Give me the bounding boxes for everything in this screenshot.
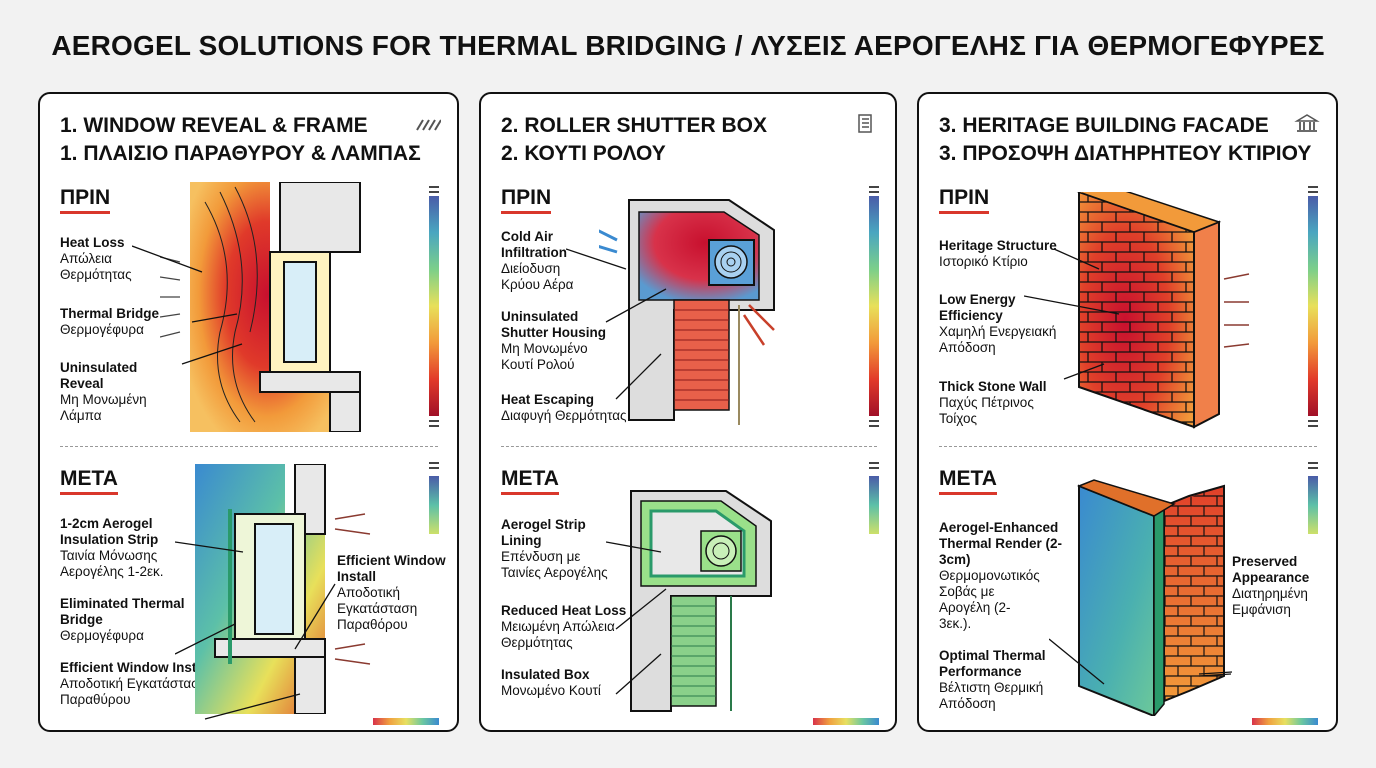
temperature-scale xyxy=(869,476,879,534)
note-heat-loss: Heat Loss Απώλεια Θερμότητας xyxy=(60,235,132,282)
scale-tick xyxy=(869,467,879,469)
note-eliminated-bridge: Eliminated Thermal Bridge Θερμογέφυρα xyxy=(60,596,185,643)
note-aerogel-render: Aerogel-Enhanced Thermal Render (2-3cm) … xyxy=(939,520,1063,631)
scale-tick xyxy=(1308,425,1318,427)
leader-lines xyxy=(566,248,667,400)
temperature-scale xyxy=(429,196,439,416)
scale-tick xyxy=(429,462,439,464)
before-label: ΠΡΙΝ xyxy=(501,186,552,214)
before-label: ΠΡΙΝ xyxy=(939,186,990,214)
shutter-before-illustration xyxy=(599,199,775,425)
leader-lines xyxy=(1049,638,1233,685)
scale-tick xyxy=(1308,467,1318,469)
after-label: ΜΕΤΑ xyxy=(939,467,997,495)
leader-lines xyxy=(175,541,336,720)
scale-tick xyxy=(429,420,439,422)
note-thermal-bridge: Thermal Bridge Θερμογέφυρα xyxy=(60,306,160,337)
note-aerogel-lining: Aerogel Strip Lining Επένδυση με Ταινίες… xyxy=(501,517,608,580)
color-legend-bar xyxy=(813,718,879,725)
note-efficient-install: Efficient Window Install Αποδοτική Εγκατ… xyxy=(60,660,212,707)
scale-tick xyxy=(869,425,879,427)
window-before-illustration xyxy=(160,182,361,432)
note-insulated-box: Insulated Box Μονωμένο Κουτί xyxy=(501,667,601,698)
note-reduced-heat-loss: Reduced Heat Loss Μειωμένη Απώλεια Θερμό… xyxy=(501,603,627,650)
note-uninsulated-reveal: Uninsulated Reveal Μη Μονωμένη Λάμπα xyxy=(60,360,147,423)
hatch-icon xyxy=(416,119,441,131)
scale-tick xyxy=(429,425,439,427)
panel-window-reveal: 1. WINDOW REVEAL & FRAME 1. ΠΛΑΙΣΙΟ ΠΑΡΑ… xyxy=(38,92,459,732)
note-uninsulated-housing: Uninsulated Shutter Housing Μη Μονωμένο … xyxy=(501,309,606,372)
note-heat-escaping: Heat Escaping Διαφυγή Θερμότητας xyxy=(501,392,627,423)
scale-tick xyxy=(869,462,879,464)
color-legend-bar xyxy=(1252,718,1318,725)
panel-heading: 3. HERITAGE BUILDING FACADE 3. ΠΡΟΣΟΨΗ Δ… xyxy=(939,114,1312,165)
note-efficient-install-side: Efficient Window Install Αποδοτική Εγκατ… xyxy=(337,553,446,632)
temperature-scale xyxy=(1308,196,1318,416)
leader-lines xyxy=(1024,248,1120,380)
wall-before-illustration xyxy=(1076,192,1250,429)
scale-tick xyxy=(869,191,879,193)
shutter-icon xyxy=(858,114,872,133)
scale-tick xyxy=(1308,191,1318,193)
leader-lines xyxy=(132,245,243,365)
note-preserved-appearance: Preserved Appearance Διατηρημένη Εμφάνισ… xyxy=(1232,554,1310,617)
wall-after-illustration xyxy=(1076,479,1225,716)
section-divider xyxy=(60,446,438,447)
after-label: ΜΕΤΑ xyxy=(501,467,559,495)
heritage-building-icon xyxy=(1294,114,1320,132)
note-optimal-performance: Optimal Thermal Performance Βέλτιστη Θερ… xyxy=(939,648,1046,711)
panel-heritage-facade: 3. HERITAGE BUILDING FACADE 3. ΠΡΟΣΟΨΗ Δ… xyxy=(917,92,1338,732)
note-low-efficiency: Low Energy Efficiency Χαμηλή Ενεργειακή … xyxy=(939,292,1057,355)
color-legend-bar xyxy=(373,718,439,725)
scale-tick xyxy=(869,186,879,188)
leader-lines xyxy=(1198,673,1232,677)
note-thick-stone-wall: Thick Stone Wall Παχύς Πέτρινος Τοίχος xyxy=(939,379,1047,426)
before-label: ΠΡΙΝ xyxy=(60,186,111,214)
scale-tick xyxy=(1308,420,1318,422)
scale-tick xyxy=(1308,186,1318,188)
section-divider xyxy=(939,446,1317,447)
page-title: AEROGEL SOLUTIONS FOR THERMAL BRIDGING /… xyxy=(51,30,1325,61)
section-divider xyxy=(501,446,877,447)
temperature-scale xyxy=(869,196,879,416)
note-cold-air: Cold Air Infiltration Διείοδυση Κρύου Αέ… xyxy=(501,229,574,292)
leader-lines xyxy=(606,541,667,695)
window-after-illustration xyxy=(195,464,371,714)
panel-heading: 2. ROLLER SHUTTER BOX 2. ΚΟΥΤΙ ΡΟΛΟΥ xyxy=(501,114,768,165)
panel-roller-shutter: 2. ROLLER SHUTTER BOX 2. ΚΟΥΤΙ ΡΟΛΟΥ ΠΡΙ… xyxy=(479,92,897,732)
note-aerogel-strip: 1-2cm Aerogel Insulation Strip Ταινία Μό… xyxy=(60,516,164,579)
panel-heading: 1. WINDOW REVEAL & FRAME 1. ΠΛΑΙΣΙΟ ΠΑΡΑ… xyxy=(60,114,421,165)
scale-tick xyxy=(429,191,439,193)
shutter-after-illustration xyxy=(630,490,772,712)
scale-tick xyxy=(1308,462,1318,464)
note-heritage-structure: Heritage Structure Ιστορικό Κτίριο xyxy=(939,238,1057,269)
after-label: ΜΕΤΑ xyxy=(60,467,118,495)
scale-tick xyxy=(429,186,439,188)
temperature-scale xyxy=(429,476,439,534)
scale-tick xyxy=(429,467,439,469)
scale-tick xyxy=(869,420,879,422)
temperature-scale xyxy=(1308,476,1318,534)
